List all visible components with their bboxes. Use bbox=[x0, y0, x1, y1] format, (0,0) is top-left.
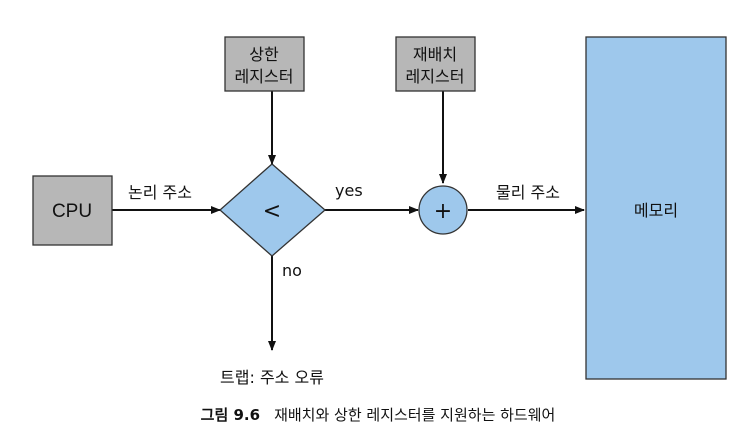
trap-label: 트랩: 주소 오류 bbox=[220, 368, 324, 387]
figure-caption-text: 재배치와 상한 레지스터를 지원하는 하드웨어 bbox=[274, 406, 556, 424]
limit-register-label-line1: 상한 bbox=[249, 45, 279, 64]
logical-address-label: 논리 주소 bbox=[128, 183, 192, 202]
limit-register-node: 상한 레지스터 bbox=[224, 36, 305, 92]
cpu-label: CPU bbox=[52, 201, 92, 222]
figure-caption: 그림 9.6 재배치와 상한 레지스터를 지원하는 하드웨어 bbox=[0, 404, 756, 425]
compare-diamond-node: < bbox=[219, 163, 326, 257]
relocation-register-label-line1: 재배치 bbox=[413, 45, 457, 64]
figure-number: 그림 9.6 bbox=[200, 406, 261, 424]
relocation-register-node: 재배치 레지스터 bbox=[395, 36, 476, 92]
memory-label: 메모리 bbox=[634, 201, 678, 220]
adder-node: + bbox=[418, 185, 468, 235]
physical-address-label: 물리 주소 bbox=[496, 183, 560, 202]
cpu-node: CPU bbox=[32, 175, 113, 246]
yes-label: yes bbox=[335, 181, 363, 200]
memory-node: 메모리 bbox=[585, 36, 727, 380]
relocation-register-label-line2: 레지스터 bbox=[406, 67, 465, 86]
adder-symbol: + bbox=[434, 199, 452, 224]
compare-symbol: < bbox=[263, 199, 281, 224]
diagram: CPU 상한 레지스터 재배치 레지스터 < + 메모리 bbox=[32, 36, 727, 387]
no-label: no bbox=[282, 261, 302, 280]
limit-register-label-line2: 레지스터 bbox=[235, 67, 294, 86]
